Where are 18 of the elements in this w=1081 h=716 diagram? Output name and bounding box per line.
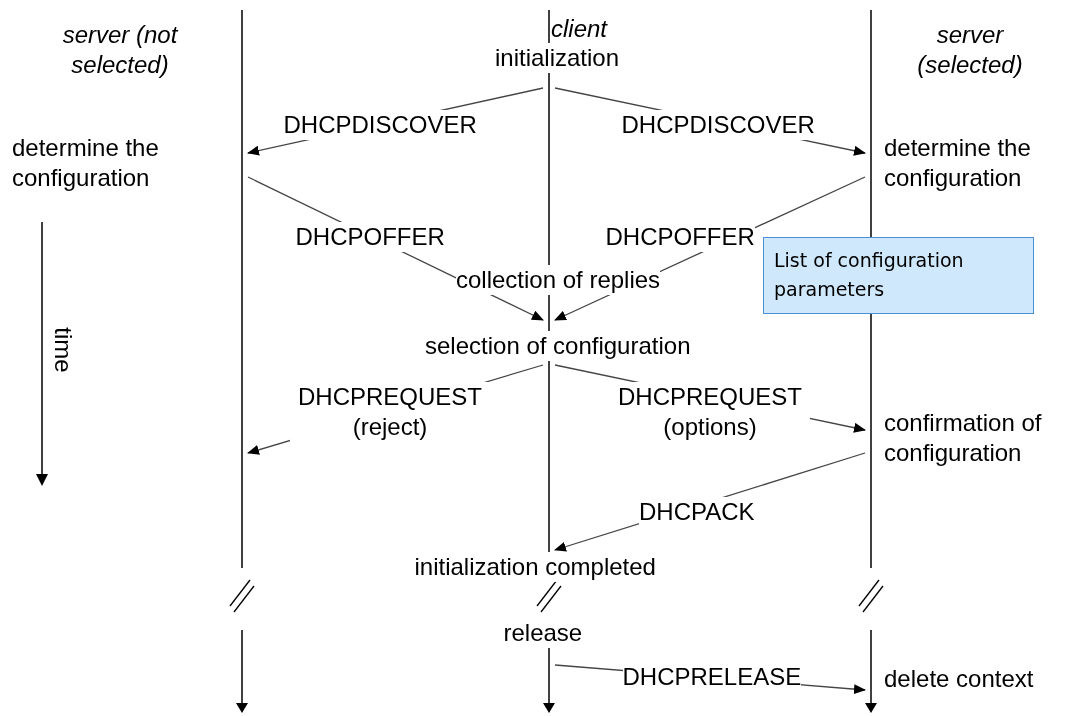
annotation-text: initialization — [495, 43, 620, 73]
annotation-text: determine the configuration — [884, 133, 1032, 193]
annotation-text: delete context — [884, 664, 1035, 694]
edge-label: DHCPOFFER — [295, 222, 445, 252]
edge-label: DHCPDISCOVER — [621, 110, 815, 140]
lifeline-heading: server (selected) — [916, 20, 1024, 80]
edge-label: DHCPREQUEST (reject) — [290, 382, 490, 442]
annotation-text: selection of configuration — [425, 331, 691, 361]
lifeline-heading: client — [550, 14, 609, 44]
edge-label: DHCPACK — [639, 497, 755, 527]
note-box: List of configuration parameters — [763, 237, 1034, 314]
annotation-text: determine the configuration — [12, 133, 160, 193]
annotation-text: initialization completed — [414, 552, 656, 582]
lifeline-heading: server (not selected) — [61, 20, 179, 80]
annotation-text: collection of replies — [456, 265, 661, 295]
edge-label: DHCPDISCOVER — [283, 110, 477, 140]
axis-label: time — [48, 327, 78, 373]
annotation-text: confirmation of configuration — [884, 408, 1043, 468]
